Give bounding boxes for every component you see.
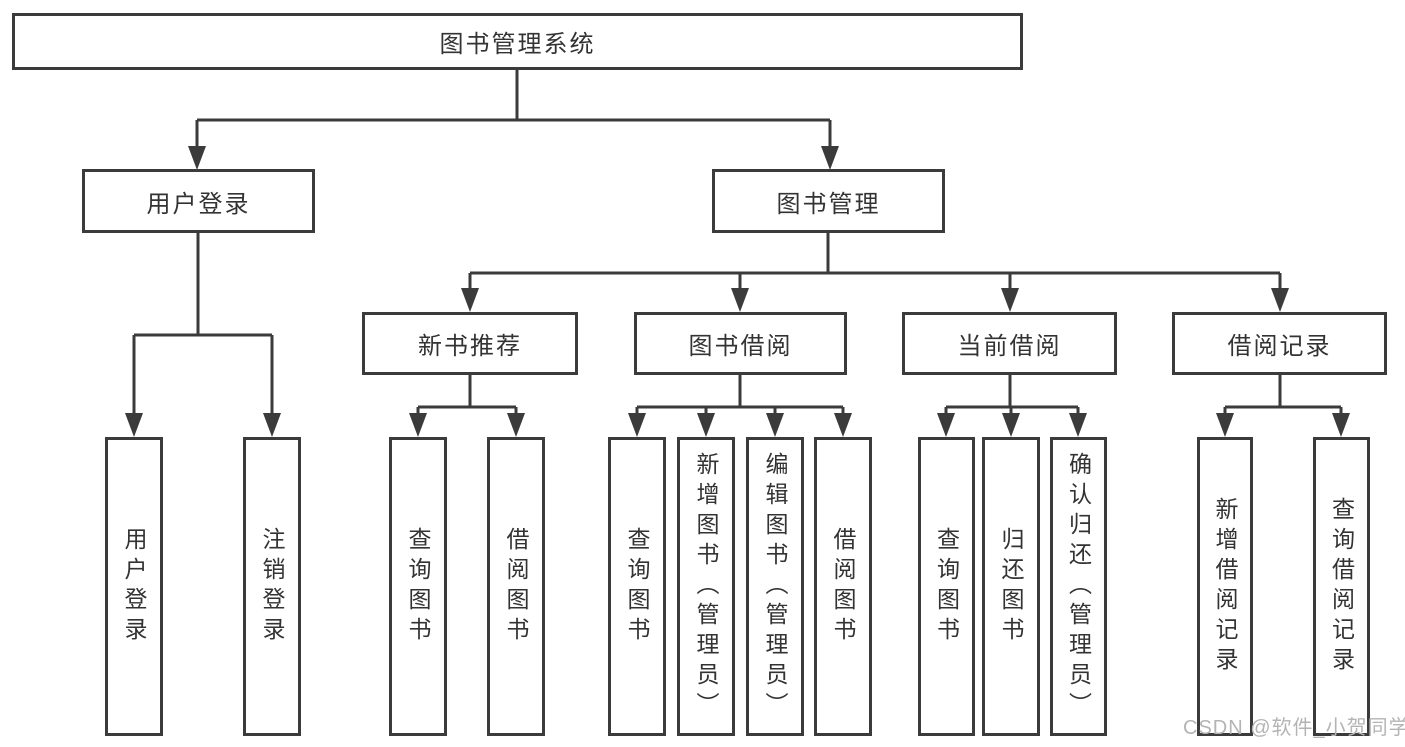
leaf-confirm-return-admin: 确认归还（管理员） [1050,437,1107,736]
arrow-down-icon [125,413,143,437]
leaf-borrow-books: 借阅图书 [814,437,872,736]
node-book-borrowing: 图书借阅 [634,312,847,375]
arrow-down-icon [263,413,281,437]
node-user-login: 用户登录 [82,169,315,233]
arrow-down-icon [1216,413,1234,437]
arrow-down-icon [1332,413,1350,437]
leaf-query-books-current: 查询图书 [918,437,975,736]
leaf-query-books-borrow: 查询图书 [608,437,666,736]
node-library-management-system: 图书管理系统 [12,13,1023,70]
arrow-down-icon [731,288,749,312]
arrow-down-icon [697,413,715,437]
arrow-down-icon [507,413,525,437]
arrow-down-icon [937,413,955,437]
arrow-down-icon [1271,288,1289,312]
arrow-down-icon [834,413,852,437]
arrow-down-icon [766,413,784,437]
node-new-book-recommendation: 新书推荐 [362,312,578,375]
leaf-query-books-recommend: 查询图书 [389,437,447,736]
node-book-management: 图书管理 [712,169,945,233]
arrow-down-icon [1002,413,1020,437]
leaf-add-books-admin: 新增图书（管理员） [677,437,735,736]
arrow-down-icon [628,413,646,437]
arrow-down-icon [1001,288,1019,312]
csdn-watermark: CSDN @软件_小贺同学 [1183,717,1405,739]
arrow-down-icon [461,288,479,312]
leaf-return-books: 归还图书 [982,437,1040,736]
arrow-down-icon [188,146,206,170]
node-borrowing-records: 借阅记录 [1172,312,1387,375]
leaf-borrow-books-recommend: 借阅图书 [487,437,545,736]
leaf-query-borrow-record: 查询借阅记录 [1313,437,1370,736]
leaf-logout: 注销登录 [243,437,301,736]
leaf-edit-books-admin: 编辑图书（管理员） [746,437,804,736]
arrow-down-icon [409,413,427,437]
leaf-user-login: 用户登录 [105,437,163,736]
arrow-down-icon [1069,413,1087,437]
node-current-borrowing: 当前借阅 [902,312,1117,375]
arrow-down-icon [821,146,839,170]
leaf-add-borrow-record: 新增借阅记录 [1197,437,1253,736]
